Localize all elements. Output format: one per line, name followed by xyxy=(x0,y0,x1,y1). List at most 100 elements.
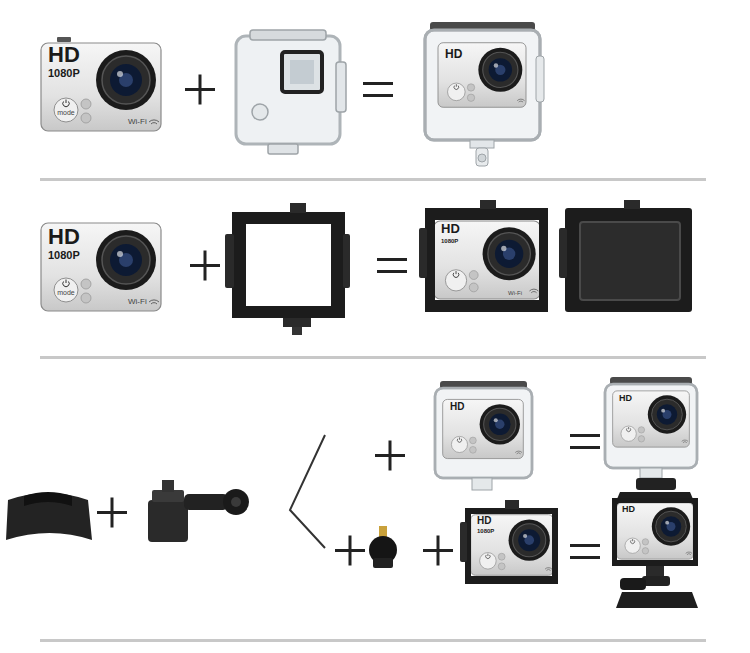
waterproof-housing xyxy=(336,62,346,112)
pivot-arm xyxy=(162,480,174,492)
camera-in-frame xyxy=(471,515,554,576)
camera-in-housing xyxy=(425,30,540,140)
plus-sign xyxy=(335,536,365,566)
plus-sign xyxy=(349,536,352,566)
equals-sign xyxy=(570,434,600,437)
split-bracket xyxy=(290,435,325,548)
mounted-frame-camera xyxy=(642,576,670,586)
camera-label: 1080P xyxy=(48,68,80,79)
waterproof-housing xyxy=(290,60,314,84)
camera-label: HD xyxy=(622,505,635,514)
camera-label: HD xyxy=(619,394,632,403)
camera xyxy=(41,223,161,311)
frame-mount xyxy=(225,203,350,335)
pivot-arm xyxy=(231,497,241,507)
plus-sign xyxy=(204,251,207,281)
mounted-frame-camera xyxy=(617,503,694,559)
camera-in-housing xyxy=(435,388,532,478)
camera-in-frame xyxy=(419,228,427,278)
camera-in-frame xyxy=(419,200,548,312)
tripod-adapter xyxy=(369,526,397,568)
equals-sign xyxy=(377,270,407,273)
waterproof-housing xyxy=(282,52,322,92)
camera-label: Wi-Fi xyxy=(508,290,522,296)
camera-in-frame xyxy=(460,500,558,584)
camera-in-frame xyxy=(425,208,548,312)
camera-in-housing xyxy=(443,399,524,458)
plus-sign xyxy=(423,536,453,566)
adhesive-mount xyxy=(6,492,92,540)
frame-mount xyxy=(225,234,234,288)
waterproof-housing xyxy=(236,30,346,154)
mounted-housing-camera xyxy=(605,384,697,468)
pivot-arm xyxy=(148,480,249,542)
equals-sign xyxy=(363,82,393,97)
camera-in-housing xyxy=(470,140,494,148)
camera-label: 1080P xyxy=(477,528,494,534)
plus-sign xyxy=(199,75,202,105)
mounted-frame-camera xyxy=(620,578,646,590)
camera-in-housing xyxy=(435,381,532,490)
camera-label: HD xyxy=(48,226,80,248)
separator-line xyxy=(40,356,706,359)
waterproof-housing xyxy=(236,36,340,144)
camera-in-frame xyxy=(465,508,558,584)
separator-line xyxy=(40,639,706,642)
plus-sign xyxy=(375,441,405,471)
plus-sign xyxy=(389,441,392,471)
frame-back-view xyxy=(624,200,640,209)
pivot-arm xyxy=(148,500,188,542)
equals-sign xyxy=(570,544,600,547)
frame-mount xyxy=(283,318,311,327)
frame-back-view xyxy=(580,222,680,300)
camera-label: HD xyxy=(445,48,462,60)
equals-sign xyxy=(363,82,393,85)
camera-in-frame xyxy=(480,200,496,209)
plus-sign xyxy=(185,75,215,105)
equals-sign xyxy=(363,94,393,97)
frame-back-view xyxy=(559,228,567,278)
equals-sign xyxy=(377,258,407,261)
mounted-frame-camera xyxy=(612,498,698,566)
camera-label: HD xyxy=(48,44,80,66)
camera-label: mode xyxy=(57,289,75,296)
camera-in-housing xyxy=(536,56,544,102)
waterproof-housing xyxy=(252,104,268,120)
frame-mount xyxy=(232,212,345,318)
mounted-housing-camera xyxy=(636,478,676,490)
adhesive-mount xyxy=(6,493,92,540)
camera-label: HD xyxy=(441,222,460,235)
camera-in-housing xyxy=(478,154,486,162)
frame-mount xyxy=(343,234,350,288)
camera-in-housing xyxy=(472,478,492,490)
camera-label: mode xyxy=(57,109,75,116)
separator-line xyxy=(40,178,706,181)
mounted-frame-camera xyxy=(612,498,698,608)
mounted-frame-camera xyxy=(616,592,698,608)
equals-sign xyxy=(377,258,407,273)
plus-sign xyxy=(111,498,114,528)
waterproof-housing xyxy=(268,144,298,154)
camera-in-housing xyxy=(476,148,488,166)
mounted-housing-camera xyxy=(613,391,690,447)
camera-in-housing xyxy=(435,388,532,478)
pivot-arm xyxy=(223,489,249,515)
mounted-housing-camera xyxy=(640,468,662,478)
equals-sign xyxy=(570,446,600,449)
camera xyxy=(41,43,161,131)
camera-in-housing xyxy=(425,30,540,140)
frame-mount xyxy=(292,327,302,335)
camera-in-frame xyxy=(505,500,519,509)
camera-label: 1080P xyxy=(441,238,458,244)
separator-line xyxy=(40,178,706,642)
plus-sign xyxy=(190,251,220,281)
camera-label: HD xyxy=(450,402,464,412)
frame-mount xyxy=(290,203,306,213)
pivot-arm xyxy=(184,494,228,510)
frame-back-view xyxy=(559,200,692,312)
mounted-housing-camera xyxy=(605,384,697,468)
shutter-button xyxy=(57,37,71,42)
